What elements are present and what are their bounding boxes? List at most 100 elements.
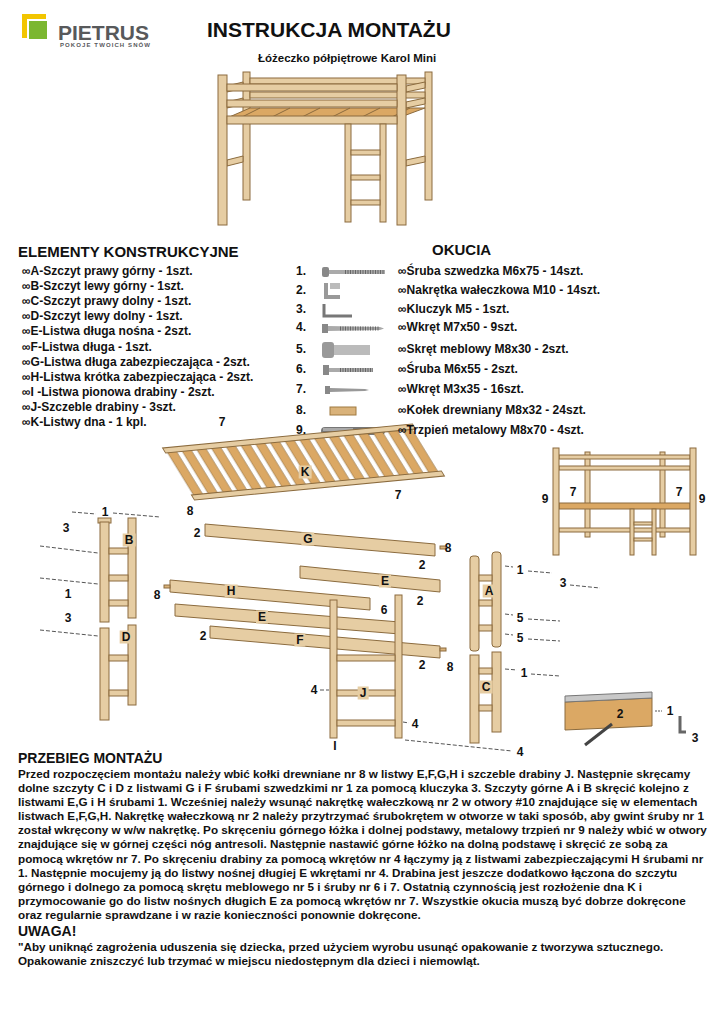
callout-number: 7: [395, 489, 402, 502]
exploded-view: [479, 600, 492, 606]
side-view: [630, 509, 634, 555]
hardware-icons: [326, 283, 340, 297]
bed-illustration: [425, 72, 432, 200]
part-letter: H: [225, 585, 238, 598]
bed-illustration: [351, 200, 380, 205]
callout-number: 8: [445, 542, 452, 555]
exploded-view: [109, 655, 128, 661]
callout-number: 8: [447, 661, 454, 674]
bed-illustration: [227, 84, 397, 91]
hardware-icons: [345, 270, 385, 274]
list-item: ∞A-Szczyt prawy górny - 1szt.: [22, 264, 193, 279]
list-item: ∞Wkręt M3x35 - 16szt.: [398, 382, 524, 397]
exploded-view: [479, 625, 492, 631]
section-heading: OKUCIA: [432, 241, 491, 258]
side-view: [634, 538, 652, 541]
list-item: ∞G-Listwa długa zabezpieczająca - 2szt.: [22, 355, 250, 370]
logo-text: PIETRUS: [58, 21, 149, 45]
logo-mark: [28, 20, 48, 40]
hardware-icons: [330, 283, 340, 289]
list-item: 6.: [296, 362, 306, 377]
exploded-view: [109, 600, 128, 606]
list-item: ∞E-Listwa długa nośna - 2szt.: [22, 324, 191, 339]
hardware-icons: [340, 368, 373, 372]
exploded-view: [337, 655, 395, 661]
callout-number: 8: [154, 589, 161, 602]
side-view: [553, 448, 696, 555]
leader-lines: [72, 512, 96, 514]
exploded-view: [164, 585, 170, 588]
hardware-icons: [322, 324, 328, 333]
list-item: ∞Nakrętka wałeczkowa M10 - 14szt.: [398, 283, 600, 298]
exploded-view: [175, 604, 400, 634]
list-item: 4.: [296, 320, 306, 335]
callout-number: 1: [517, 564, 524, 577]
callout-number: 6: [381, 604, 388, 617]
side-view: [559, 528, 690, 532]
part-letter: E: [256, 611, 268, 624]
bed-illustration: [351, 150, 380, 155]
side-view: [553, 448, 559, 555]
hardware-icons: [324, 304, 352, 316]
side-view: [559, 503, 690, 509]
list-item: ∞Kluczyk M5 - 1szt.: [398, 302, 509, 317]
section-heading: PRZEBIEG MONTAŻU: [18, 750, 162, 766]
hardware-icons: [334, 345, 370, 355]
bed-illustration: [218, 75, 227, 225]
detail-view: [585, 724, 612, 745]
detail-view: [565, 692, 686, 745]
callout-number: 5: [517, 632, 524, 645]
callout-number: 4: [517, 746, 524, 759]
leader-lines: [40, 630, 98, 636]
exploded-view: [109, 548, 128, 554]
exploded-view: [470, 556, 479, 651]
bed-illustration: [397, 75, 406, 225]
leader-lines: [40, 546, 98, 553]
callout-number: 8: [187, 505, 194, 518]
list-item: ∞F-Listwa długa - 1szt.: [22, 340, 152, 355]
list-item: ∞C-Szczyt prawy dolny - 1szt.: [22, 294, 191, 309]
leader-lines: [505, 634, 513, 635]
side-view: [559, 455, 690, 459]
part-letter: E: [379, 575, 391, 588]
list-item: 7.: [296, 382, 306, 397]
list-item: 8.: [296, 403, 306, 418]
leader-lines: [113, 513, 160, 517]
exploded-view: [98, 424, 501, 743]
leader-lines: [40, 512, 600, 751]
side-view: [660, 452, 665, 537]
callout-number: 7: [219, 416, 226, 429]
list-item: ∞Kołek drewniany M8x32 - 24szt.: [398, 403, 586, 418]
hardware-icons: [330, 407, 356, 415]
part-letter: A: [483, 585, 496, 598]
exploded-view: [191, 471, 444, 500]
bed-illustration: [227, 100, 397, 107]
callout-number: 3: [560, 577, 567, 590]
leader-lines: [405, 740, 512, 751]
part-letter: B: [123, 534, 136, 547]
list-item: 3.: [296, 302, 306, 317]
side-view: [652, 509, 656, 555]
callout-number: 9: [542, 493, 549, 506]
callout-number: 9: [699, 493, 706, 506]
list-item: ∞D-Szczyt lewy dolny - 1szt.: [22, 309, 183, 324]
leader-lines: [505, 669, 517, 670]
leader-lines: [531, 674, 560, 676]
bed-illustration: [351, 175, 380, 180]
callout-number: 3: [65, 612, 72, 625]
exploded-view: [395, 595, 402, 738]
part-letter: C: [480, 681, 493, 694]
bed-illustration: [380, 124, 386, 222]
hardware-icons: [323, 365, 329, 375]
callout-number: 2: [419, 559, 426, 572]
exploded-view: [337, 720, 395, 726]
part-letter: K: [299, 466, 312, 479]
hardware-icons: [328, 326, 384, 331]
exploded-view: [100, 522, 109, 622]
list-item: ∞Śruba M6x55 - 2szt.: [398, 362, 518, 377]
subtitle: Łóżeczko półpiętrowe Karol Mini: [258, 51, 436, 65]
side-view: [559, 466, 690, 470]
callout-number: 3: [692, 732, 699, 745]
bed-illustration: [406, 82, 425, 92]
